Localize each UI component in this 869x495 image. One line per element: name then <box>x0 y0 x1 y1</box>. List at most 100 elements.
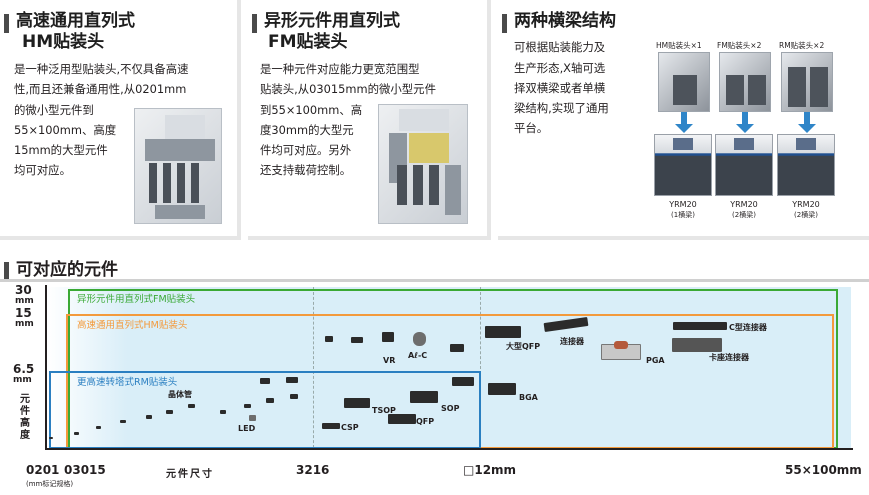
hm-region-label: 高速通用直列式HM贴装头 <box>77 320 188 331</box>
section-marker <box>252 14 257 33</box>
chip-small <box>146 415 152 419</box>
large-qfp-chip <box>485 326 521 338</box>
machine-2-beam: (2横梁) <box>732 211 756 219</box>
chip-small <box>244 404 251 408</box>
pga-label: PGA <box>646 356 665 365</box>
beam-desc-5: 平台。 <box>514 121 549 135</box>
fm-region-label: 异形元件用直列式FM贴装头 <box>77 294 196 305</box>
c-connector-part <box>673 322 727 330</box>
hm-desc-3: 的微小型元件到 <box>14 103 94 117</box>
al-c-part <box>413 332 426 346</box>
beam-desc-1: 可根据贴装能力及 <box>514 40 606 54</box>
chip-small <box>266 398 274 403</box>
down-arrow-icon <box>798 112 816 133</box>
fm-desc-5: 件均可对应。另外 <box>260 143 352 157</box>
card-connector-part <box>672 338 722 352</box>
part-small <box>452 377 474 386</box>
chip-small <box>188 404 195 408</box>
fm-head-image <box>378 104 468 224</box>
transistor-chip <box>260 378 270 384</box>
y-axis-title: 元件高度 <box>20 394 30 441</box>
vr-part <box>382 332 394 342</box>
hm-title-line1: 高速通用直列式 <box>16 11 135 31</box>
fm-desc-3: 到55×100mm、高 <box>260 103 363 117</box>
machine-2-name: YRM20 <box>730 200 758 209</box>
chip-03015 <box>74 432 79 435</box>
qfp-label: QFP <box>416 417 435 426</box>
fm-title-line1: 异形元件用直列式 <box>264 11 400 31</box>
c-connector-label: C型连接器 <box>729 323 767 332</box>
fm-head-thumbnail <box>719 52 771 112</box>
hm-title-line2: HM贴装头 <box>22 32 105 52</box>
hm-head-panel: 高速通用直列式 HM贴装头 是一种泛用型贴装头,不仅具备高速 性,而且还兼备通用… <box>0 0 241 240</box>
beam-desc-4: 梁结构,实现了通用 <box>514 101 609 115</box>
al-c-label: Aℓ-C <box>408 351 428 360</box>
pga-cap <box>614 341 628 349</box>
fm-title-line2: FM贴装头 <box>268 32 348 52</box>
vr-label: VR <box>383 356 396 365</box>
section-marker <box>4 262 9 279</box>
hm-desc-6: 均可对应。 <box>14 163 71 177</box>
led-label: LED <box>238 424 256 433</box>
chip-small <box>96 426 101 429</box>
chart-plot-area <box>47 287 851 448</box>
hm-desc-1: 是一种泛用型贴装头,不仅具备高速 <box>14 62 189 76</box>
chart-plot-area-fade <box>47 287 127 448</box>
fm-desc-4: 度30mm的大型元 <box>260 123 354 137</box>
large-qfp-label: 大型QFP <box>506 342 541 351</box>
section-marker <box>4 14 9 33</box>
fm-desc-6: 还支持载荷控制。 <box>260 163 352 177</box>
fm-desc-1: 是一种元件对应能力更宽范围型 <box>260 62 420 76</box>
hm-head-count-label: HM贴装头×1 <box>656 41 702 50</box>
machine-1-beam: (1横梁) <box>671 211 695 219</box>
csp-chip <box>322 423 340 429</box>
part-small <box>351 337 363 343</box>
tsop-chip <box>344 398 370 408</box>
rm-head-thumbnail <box>781 52 833 112</box>
chip-small <box>290 394 298 399</box>
part-small <box>450 344 464 352</box>
csp-label: CSP <box>341 423 359 432</box>
down-arrow-icon <box>675 112 693 133</box>
machine-3-beam: (2横梁) <box>794 211 818 219</box>
sop-chip <box>410 391 438 403</box>
chip-small <box>120 420 126 423</box>
qfp-chip <box>388 414 416 424</box>
beam-panel: 两种横梁结构 可根据贴装能力及 生产形态,X轴可选 择双横梁或者单横 梁结构,实… <box>498 0 869 240</box>
x-tick-12mm: □12mm <box>463 463 517 477</box>
yrm20-machine-2-image <box>715 134 773 196</box>
section-marker <box>502 14 507 33</box>
rm-region-label: 更高速转塔式RM贴装头 <box>77 377 178 388</box>
chart-section-header: 可对应的元件 <box>0 258 869 282</box>
part-small <box>325 336 333 342</box>
yrm20-machine-3-image <box>777 134 835 196</box>
connector-label: 连接器 <box>560 337 584 346</box>
chart-section-title: 可对应的元件 <box>16 260 118 280</box>
beam-title: 两种横梁结构 <box>514 11 616 31</box>
x-tick-55x100: 55×100mm <box>785 463 862 477</box>
y-axis-line <box>45 285 47 450</box>
bga-chip <box>488 383 516 395</box>
fm-head-panel: 异形元件用直列式 FM贴装头 是一种元件对应能力更宽范围型 贴装头,从03015… <box>248 0 491 240</box>
chip-small <box>166 410 173 414</box>
hm-desc-4: 55×100mm、高度 <box>14 123 117 137</box>
rm-head-count-label: RM贴装头×2 <box>779 41 825 50</box>
hm-head-image <box>134 108 222 224</box>
sop-label: SOP <box>441 404 460 413</box>
yrm20-machine-1-image <box>654 134 712 196</box>
chip-small <box>220 410 226 414</box>
transistor-label: 晶体管 <box>168 390 192 399</box>
beam-desc-2: 生产形态,X轴可选 <box>514 61 606 75</box>
transistor-chip <box>286 377 298 383</box>
led-chip <box>249 415 256 421</box>
grid-line <box>480 287 481 448</box>
machine-1-name: YRM20 <box>669 200 697 209</box>
tsop-label: TSOP <box>372 406 396 415</box>
x-tick-03015: 03015 <box>64 463 106 477</box>
x-tick-0201: 0201 <box>26 463 60 477</box>
beam-desc-3: 择双横梁或者单横 <box>514 81 606 95</box>
fm-head-count-label: FM贴装头×2 <box>717 41 762 50</box>
